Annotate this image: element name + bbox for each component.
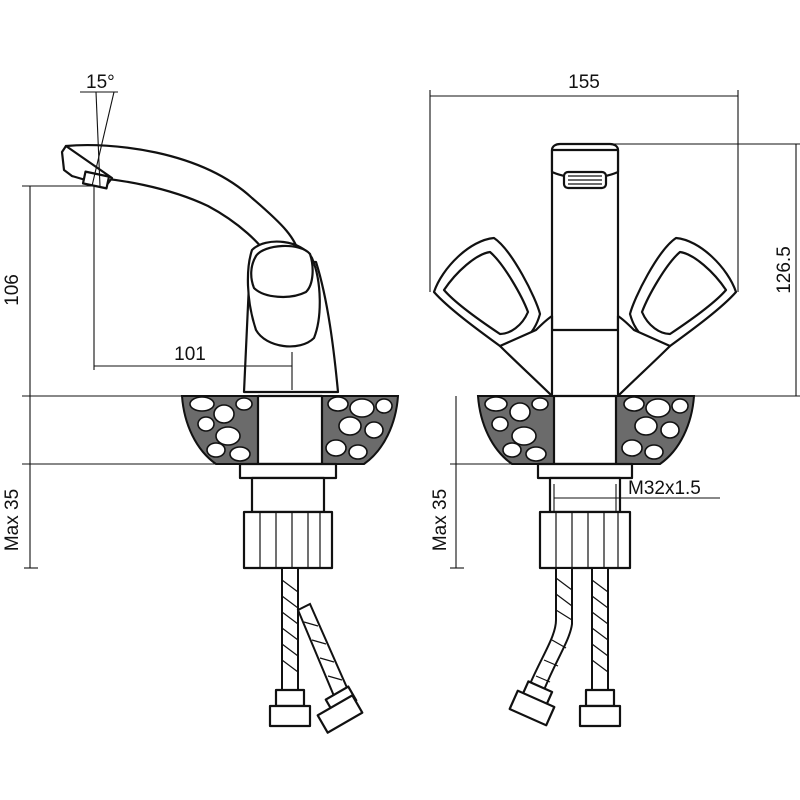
- front-handle-right-face: [640, 250, 728, 336]
- front-handle-left-stem: [498, 314, 554, 398]
- spout-height-label: 106: [2, 274, 23, 306]
- side-hose-fitting-1: [274, 688, 306, 708]
- front-hose-nut-2: [578, 704, 622, 728]
- mount-depth-right-label: Max 35: [430, 489, 451, 551]
- front-hose-1: [528, 567, 573, 692]
- overall-height-label: 126.5: [774, 246, 795, 294]
- side-hose-nut-2: [316, 694, 364, 734]
- thread-label: M32x1.5: [628, 478, 701, 499]
- front-center-collar: [552, 394, 618, 466]
- side-view: [22, 91, 400, 734]
- side-nut: [242, 510, 334, 570]
- side-center-collar: [256, 394, 324, 466]
- front-nut: [538, 510, 632, 570]
- front-plate: [536, 462, 634, 480]
- front-view: [429, 90, 800, 728]
- side-hose-nut-1: [268, 704, 312, 728]
- front-hose-nut-1: [508, 689, 556, 727]
- spout-reach-label: 101: [174, 344, 206, 365]
- front-stones: [484, 396, 689, 462]
- mount-depth-left-label: Max 35: [2, 489, 23, 551]
- overall-width-label: 155: [568, 72, 600, 93]
- front-handle-right-stem: [616, 314, 672, 398]
- spout-angle-label: 15°: [86, 72, 115, 93]
- front-handle-left-face: [442, 250, 530, 336]
- side-hose-2: [296, 602, 350, 698]
- side-handle-cap: [250, 244, 314, 298]
- front-shank: [548, 476, 622, 514]
- front-hose-fitting-2: [584, 688, 616, 708]
- side-shank: [250, 476, 326, 514]
- side-plate: [238, 462, 338, 480]
- side-stones: [189, 396, 393, 462]
